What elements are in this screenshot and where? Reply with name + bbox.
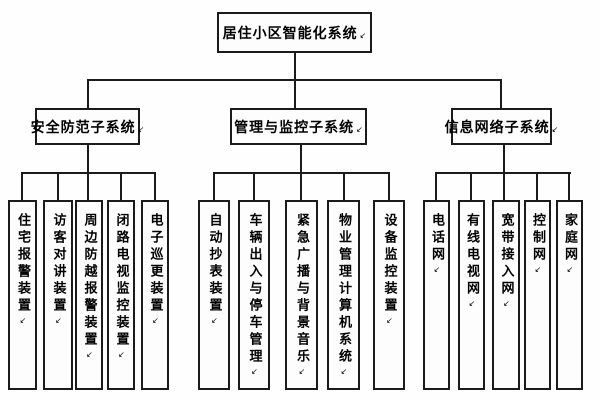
leaf-telephone-network: 电话网↙ xyxy=(423,200,450,390)
node-label: 紧急广播与背景音乐 xyxy=(294,213,309,366)
connector-drop-infonet xyxy=(500,80,502,108)
eol-mark: ↙ xyxy=(356,125,363,134)
eol-mark: ↙ xyxy=(297,367,307,376)
eol-mark: ↙ xyxy=(137,125,145,134)
connector-drop-leaf xyxy=(57,173,59,202)
connector-drop-leaf xyxy=(388,173,390,200)
leaf-emergency-broadcast-background-music: 紧急广播与背景音乐↙ xyxy=(285,200,318,390)
eol-mark: ↙ xyxy=(551,125,559,134)
branch-node-security-subsystem: 安全防范子系统↙ xyxy=(31,108,144,145)
node-label: 宽带接入网 xyxy=(498,213,514,298)
leaf-cctv-monitoring-device: 闭路电视监控装置↙ xyxy=(107,200,135,390)
node-label: 控制网 xyxy=(530,213,545,264)
connector-drop-leaf xyxy=(120,173,122,202)
eol-mark: ↙ xyxy=(117,350,126,359)
eol-mark: ↙ xyxy=(533,265,543,274)
eol-mark: ↙ xyxy=(467,299,477,308)
node-label: 物业管理计算机系统 xyxy=(336,213,351,366)
connector-root-hline xyxy=(87,79,502,81)
connector-drop-leaf xyxy=(253,173,255,200)
connector-infonet-hline xyxy=(435,172,571,174)
leaf-property-management-computer-system: 物业管理计算机系统↙ xyxy=(327,200,360,390)
node-label: 车辆出入与停车管理 xyxy=(246,213,262,366)
node-label: 设备监控装置 xyxy=(381,213,397,315)
node-label: 信息网络子系统 xyxy=(444,119,550,136)
root-node-residential-intelligent-system: 居住小区智能化系统↙ xyxy=(217,12,372,53)
eol-mark: ↙ xyxy=(250,367,259,376)
connector-management-hline xyxy=(213,172,390,174)
connector-drop-leaf xyxy=(568,173,570,200)
eol-mark: ↙ xyxy=(18,316,28,325)
node-label: 住宅报警装置 xyxy=(15,213,30,315)
leaf-visitor-intercom-device: 访客对讲装置↙ xyxy=(43,200,73,390)
leaf-cable-tv-network: 有线电视网↙ xyxy=(458,200,485,390)
leaf-equipment-monitoring-device: 设备监控装置↙ xyxy=(373,200,405,390)
node-label: 有线电视网 xyxy=(464,213,479,298)
connector-drop-leaf xyxy=(21,173,23,202)
connector-drop-security xyxy=(87,80,89,108)
node-label: 家庭网 xyxy=(562,213,577,264)
eol-mark: ↙ xyxy=(502,299,511,308)
leaf-broadband-access-network: 宽带接入网↙ xyxy=(492,200,520,390)
node-label: 居住小区智能化系统 xyxy=(222,25,358,42)
eol-mark: ↙ xyxy=(432,265,442,274)
node-label: 管理与监控子系统 xyxy=(234,119,355,136)
connector-drop-leaf xyxy=(536,173,538,200)
eol-mark: ↙ xyxy=(85,350,94,359)
eol-mark: ↙ xyxy=(54,316,63,325)
eol-mark: ↙ xyxy=(339,367,349,376)
eol-mark: ↙ xyxy=(565,265,575,274)
leaf-residential-alarm-device: 住宅报警装置↙ xyxy=(8,200,37,390)
connector-security-hline xyxy=(21,172,156,174)
eol-mark: ↙ xyxy=(151,316,160,325)
leaf-electronic-patrol-device: 电子巡更装置↙ xyxy=(141,200,169,390)
branch-node-information-network-subsystem: 信息网络子系统↙ xyxy=(445,108,558,145)
leaf-home-network: 家庭网↙ xyxy=(556,200,583,390)
leaf-vehicle-access-parking-management: 车辆出入与停车管理↙ xyxy=(238,200,270,390)
eol-mark: ↙ xyxy=(210,316,219,325)
connector-drop-leaf xyxy=(470,173,472,200)
connector-drop-leaf xyxy=(154,173,156,202)
leaf-control-network: 控制网↙ xyxy=(524,200,551,390)
connector-drop-leaf xyxy=(213,173,215,200)
eol-mark: ↙ xyxy=(385,316,394,325)
branch-node-management-monitoring-subsystem: 管理与监控子系统↙ xyxy=(230,108,367,145)
leaf-auto-meter-reading-device: 自动抄表装置↙ xyxy=(198,200,230,390)
node-label: 电子巡更装置 xyxy=(147,213,163,315)
node-label: 安全防范子系统 xyxy=(30,119,136,136)
connector-drop-leaf xyxy=(343,173,345,200)
leaf-perimeter-intrusion-alarm-device: 周边防越报警装置↙ xyxy=(75,200,103,390)
node-label: 闭路电视监控装置 xyxy=(113,213,129,349)
node-label: 周边防越报警装置 xyxy=(81,213,97,349)
node-label: 电话网 xyxy=(429,213,444,264)
node-label: 访客对讲装置 xyxy=(50,213,66,315)
connector-drop-leaf xyxy=(435,173,437,200)
eol-mark: ↙ xyxy=(359,31,367,40)
node-label: 自动抄表装置 xyxy=(206,213,222,315)
